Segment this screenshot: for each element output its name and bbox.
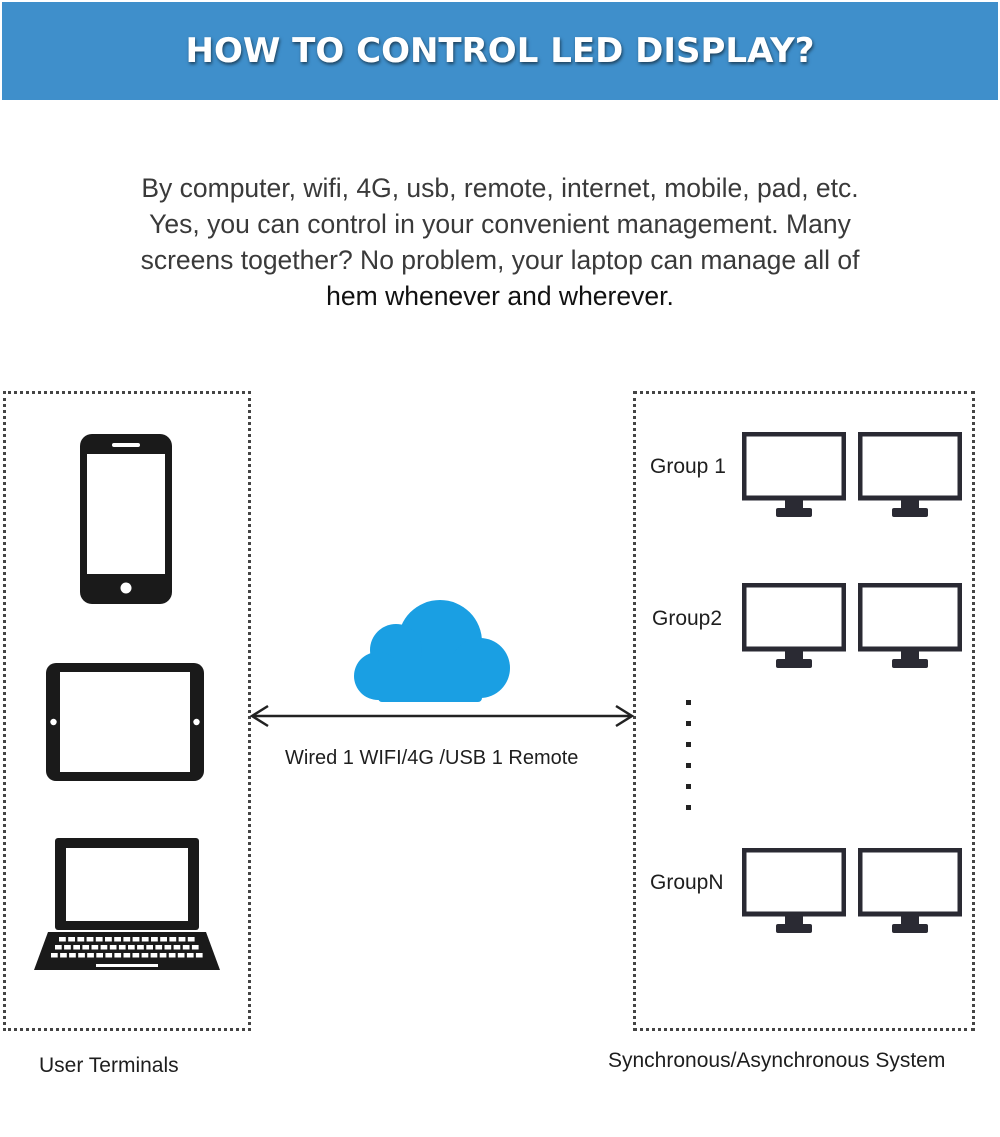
phone-icon	[80, 434, 172, 604]
intro-text: By computer, wifi, 4G, usb, remote, inte…	[60, 170, 940, 314]
monitor-icon	[858, 583, 962, 668]
user-terminals-caption: User Terminals	[39, 1054, 179, 1077]
user-terminals-box	[3, 391, 251, 1031]
group-label-1: Group 1	[650, 455, 726, 478]
group-label-2: Group2	[652, 607, 723, 630]
connection-label: Wired 1 WIFI/4G /USB 1 Remote	[285, 747, 579, 769]
system-caption: Synchronous/Asynchronous System	[608, 1049, 946, 1072]
groups-box	[633, 391, 975, 1031]
monitor-icon	[742, 432, 846, 517]
tablet-icon	[46, 663, 204, 781]
cloud-icon	[354, 600, 510, 702]
group-label-n: GroupN	[650, 871, 724, 894]
header-banner: HOW TO CONTROL LED DISPLAY?	[2, 2, 998, 100]
monitor-icon	[858, 432, 962, 517]
monitor-icon	[742, 848, 846, 933]
page-title: HOW TO CONTROL LED DISPLAY?	[185, 31, 815, 71]
laptop-icon	[34, 838, 220, 970]
intro-line-1: By computer, wifi, 4G, usb, remote, inte…	[141, 173, 859, 203]
connection-arrow	[249, 704, 635, 728]
intro-line-3: screens together? No problem, your lapto…	[140, 245, 860, 275]
intro-line-2: Yes, you can control in your convenient …	[149, 209, 851, 239]
vertical-ellipsis	[686, 700, 694, 826]
intro-line-4: hem whenever and wherever.	[326, 281, 674, 311]
monitor-icon	[742, 583, 846, 668]
monitor-icon	[858, 848, 962, 933]
